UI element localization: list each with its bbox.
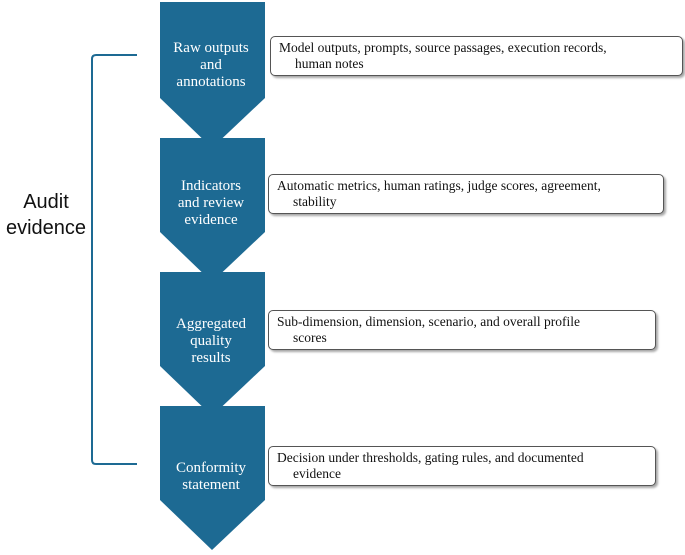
step-2-label-line-3: evidence [184, 212, 238, 228]
step-label-raw-outputs: Raw outputs and annotations [156, 40, 266, 91]
description-box-raw-outputs: Model outputs, prompts, source passages,… [270, 36, 683, 76]
step-1-description-line-1: Model outputs, prompts, source passages,… [279, 40, 607, 55]
step-label-conformity: Conformity statement [156, 460, 266, 494]
step-1-description-line-2: human notes [295, 56, 364, 71]
step-2-description-line-1: Automatic metrics, human ratings, judge … [277, 178, 601, 193]
step-3-label-line-2: quality [190, 333, 232, 349]
chevron-shape-1 [160, 2, 265, 148]
audit-bracket [91, 54, 137, 465]
description-box-aggregated: Sub-dimension, dimension, scenario, and … [268, 310, 656, 350]
step-1-label-line-1: Raw outputs [173, 40, 249, 56]
step-1-label-line-3: annotations [176, 74, 246, 90]
step-4-label-line-1: Conformity [176, 460, 246, 476]
audit-evidence-label: Audit evidence [0, 189, 92, 241]
audit-label-line-2: evidence [5, 217, 87, 239]
chevron-shape-2 [160, 138, 265, 282]
step-4-description-line-2: evidence [293, 466, 341, 481]
description-box-indicators: Automatic metrics, human ratings, judge … [268, 174, 664, 214]
step-2-description-line-2: stability [293, 194, 337, 209]
step-3-label-line-3: results [191, 350, 231, 366]
chevron-shape-3 [160, 272, 265, 416]
step-2-label-line-1: Indicators [181, 178, 241, 194]
chevron-shape-4 [160, 406, 265, 550]
step-3-label-line-1: Aggregated [176, 316, 246, 332]
step-label-aggregated: Aggregated quality results [156, 316, 266, 367]
step-3-description-line-1: Sub-dimension, dimension, scenario, and … [277, 314, 580, 329]
step-3-description-line-2: scores [293, 330, 327, 345]
step-1-label-line-2: and [200, 57, 222, 73]
step-4-description-line-1: Decision under thresholds, gating rules,… [277, 450, 584, 465]
step-2-label-line-2: and review [177, 195, 245, 211]
step-label-indicators: Indicators and review evidence [156, 178, 266, 229]
audit-label-line-1: Audit [23, 191, 69, 213]
description-box-conformity: Decision under thresholds, gating rules,… [268, 446, 656, 486]
step-4-label-line-2: statement [182, 477, 240, 493]
